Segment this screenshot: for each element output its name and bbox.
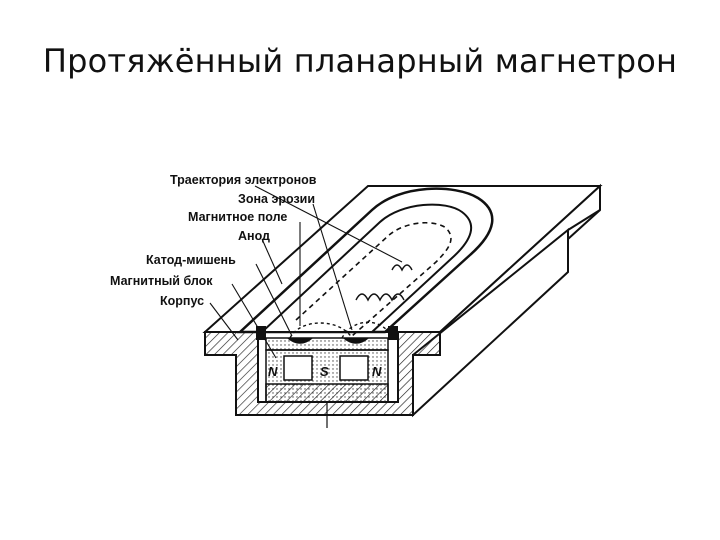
housing-cross-section bbox=[204, 331, 441, 416]
label-magnetic-block: Магнитный блок bbox=[110, 274, 213, 288]
erosion-groove bbox=[287, 337, 369, 344]
magnet-base bbox=[265, 383, 389, 403]
magnet-gap-right bbox=[339, 355, 369, 381]
label-erosion-zone: Зона эрозии bbox=[238, 192, 315, 206]
label-electron-trajectory: Траектория электронов bbox=[170, 173, 317, 187]
label-housing: Корпус bbox=[160, 294, 204, 308]
label-magnetic-field: Магнитное поле bbox=[188, 210, 287, 224]
magnet-gap-left bbox=[283, 355, 313, 381]
anode-right bbox=[388, 326, 398, 340]
slide-title: Протяжённый планарный магнетрон bbox=[42, 42, 678, 80]
electron-trajectory bbox=[355, 264, 413, 302]
pole-right: N bbox=[372, 364, 382, 379]
cathode-target-plate bbox=[265, 337, 389, 351]
pole-center: S bbox=[320, 364, 329, 379]
cathode-target-surface bbox=[259, 203, 473, 333]
label-cathode-target: Катод-мишень bbox=[146, 253, 236, 267]
housing-edge bbox=[567, 209, 601, 231]
leader-lines bbox=[209, 185, 403, 359]
pole-left: N bbox=[268, 364, 278, 379]
erosion-track bbox=[295, 221, 452, 337]
label-anode: Анод bbox=[238, 229, 270, 243]
